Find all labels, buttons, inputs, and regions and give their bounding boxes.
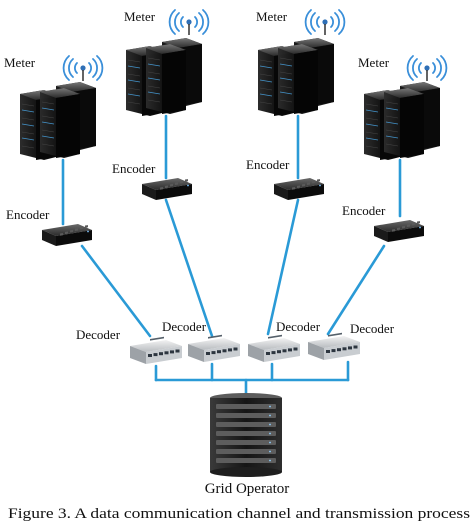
meter-1: Meter xyxy=(4,55,104,161)
link-encoder-2-decoder-2 xyxy=(164,198,214,338)
meter-label: Meter xyxy=(124,9,156,24)
network-switch-icon xyxy=(188,334,240,362)
network-switch-icon xyxy=(308,332,360,360)
decoder-1: Decoder xyxy=(76,327,182,364)
encoder-label: Encoder xyxy=(246,157,290,172)
decoder-label: Decoder xyxy=(350,321,395,336)
decoder-label: Decoder xyxy=(276,319,321,334)
link-encoder-3-decoder-3 xyxy=(266,198,300,336)
grid-operator: Grid Operator xyxy=(205,393,290,497)
encoder-label: Encoder xyxy=(112,161,156,176)
figure-caption: Figure 3. A data communication channel a… xyxy=(8,506,470,522)
wifi-icon xyxy=(168,9,210,36)
encoder-label: Encoder xyxy=(6,207,50,222)
meter-4: Meter xyxy=(358,55,448,161)
network-switch-icon xyxy=(142,178,192,200)
meter-label: Meter xyxy=(4,55,36,70)
decoder-4: Decoder xyxy=(308,321,395,360)
meter-label: Meter xyxy=(256,9,288,24)
encoder-3: Encoder xyxy=(246,157,324,200)
encoder-1: Encoder xyxy=(6,207,92,246)
network-switch-icon xyxy=(42,224,92,246)
decoder-label: Decoder xyxy=(162,319,207,334)
decoder-label: Decoder xyxy=(76,327,121,342)
encoder-2: Encoder xyxy=(112,161,192,200)
server-rack-icon xyxy=(125,37,203,117)
server-tower-icon xyxy=(210,393,282,477)
link-encoder-1-decoder-1 xyxy=(80,244,152,338)
link-encoder-4-decoder-4 xyxy=(326,244,386,336)
encoder-4: Encoder xyxy=(342,203,424,242)
grid-operator-label: Grid Operator xyxy=(205,481,290,497)
encoder-label: Encoder xyxy=(342,203,386,218)
network-switch-icon xyxy=(248,334,300,362)
wifi-icon xyxy=(304,9,346,36)
decoder-3: Decoder xyxy=(248,319,321,362)
meter-3: Meter xyxy=(256,9,346,117)
network-switch-icon xyxy=(374,220,424,242)
decoder-2: Decoder xyxy=(162,319,240,362)
wifi-icon xyxy=(406,55,448,82)
network-switch-icon xyxy=(130,336,182,364)
server-rack-icon xyxy=(257,37,335,117)
wifi-icon xyxy=(62,55,104,82)
meter-2: Meter xyxy=(124,9,210,117)
network-switch-icon xyxy=(274,178,324,200)
server-rack-icon xyxy=(19,81,97,161)
server-rack-icon xyxy=(363,81,441,161)
meter-label: Meter xyxy=(358,55,390,70)
